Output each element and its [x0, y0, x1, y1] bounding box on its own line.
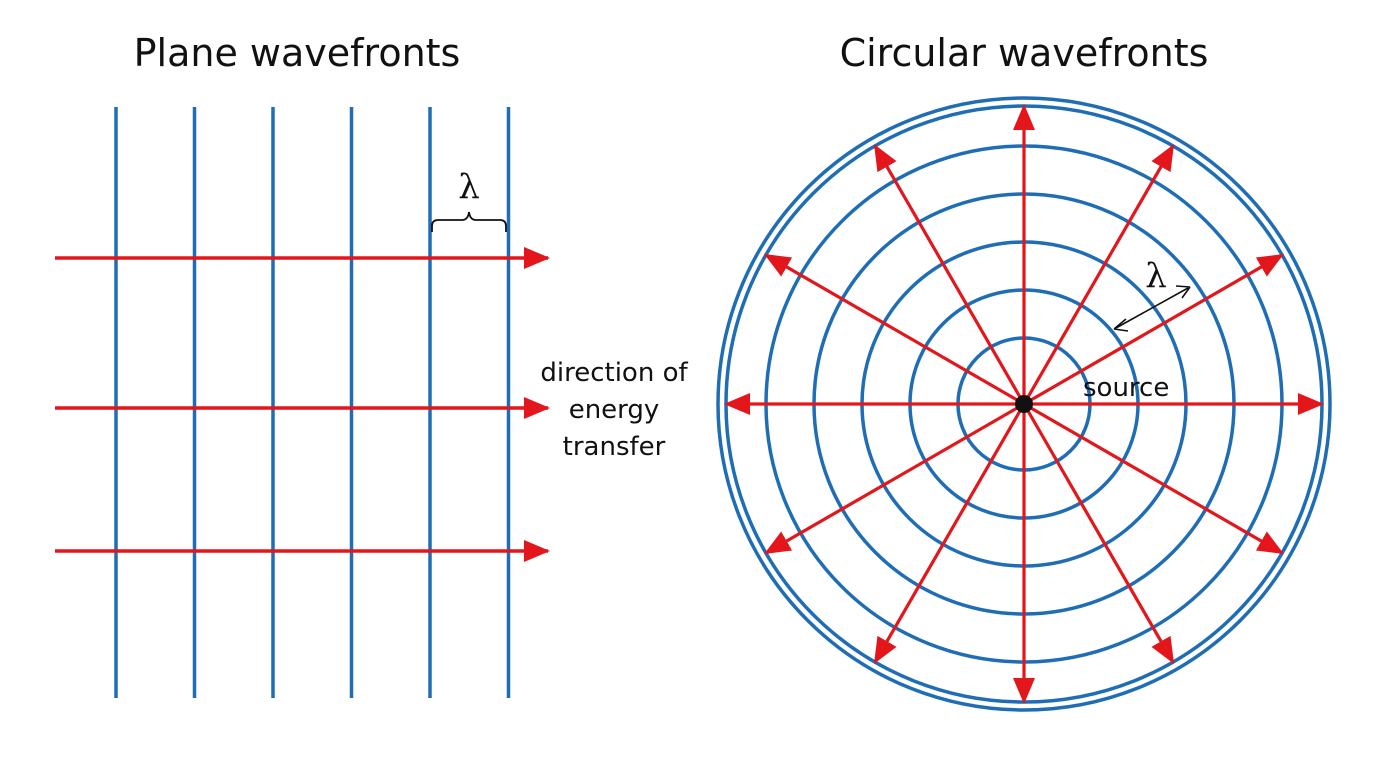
- circular-wavefronts-panel: Circular wavefronts source λ: [716, 31, 1332, 712]
- direction-label-line-2: energy: [569, 395, 660, 425]
- circular-ray-arrows: [724, 104, 1324, 704]
- circular-ray-arrow: [873, 403, 1026, 664]
- circular-wavelength-label: λ: [1145, 256, 1167, 296]
- circular-ray-arrow: [1023, 253, 1284, 406]
- plane-wavefronts-panel: Plane wavefronts λ direction of energy t…: [55, 31, 688, 698]
- source-label: source: [1083, 373, 1169, 403]
- plane-panel-title: Plane wavefronts: [134, 31, 461, 75]
- plane-wavelength-label: λ: [458, 167, 480, 207]
- circular-ray-arrow: [764, 402, 1025, 555]
- circular-panel-title: Circular wavefronts: [840, 31, 1209, 75]
- circular-wavefront-ring: [716, 96, 1332, 712]
- circular-ray-arrow: [1022, 144, 1175, 405]
- circular-wavelength-arrow-line: [1115, 287, 1189, 329]
- source-dot: [1015, 395, 1033, 413]
- circular-wavelength-arrowhead-outer: [1175, 285, 1191, 299]
- circular-ray-arrow: [873, 144, 1026, 405]
- circular-ray-arrow: [1022, 403, 1175, 664]
- plane-wavelength-marker: λ: [431, 167, 507, 232]
- plane-wavelength-brace: [431, 211, 507, 232]
- circular-ray-arrow: [764, 253, 1025, 406]
- direction-label-line-1: direction of: [540, 358, 688, 388]
- plane-ray-arrows: [55, 247, 550, 562]
- circular-ray-arrow: [1023, 402, 1284, 555]
- direction-label-line-3: transfer: [563, 432, 666, 462]
- direction-label: direction of energy transfer: [540, 358, 688, 462]
- circular-wavelength-arrowhead-inner: [1113, 318, 1129, 332]
- plane-wavefront-lines: [114, 107, 511, 698]
- circular-wavelength-marker: λ: [1113, 256, 1191, 332]
